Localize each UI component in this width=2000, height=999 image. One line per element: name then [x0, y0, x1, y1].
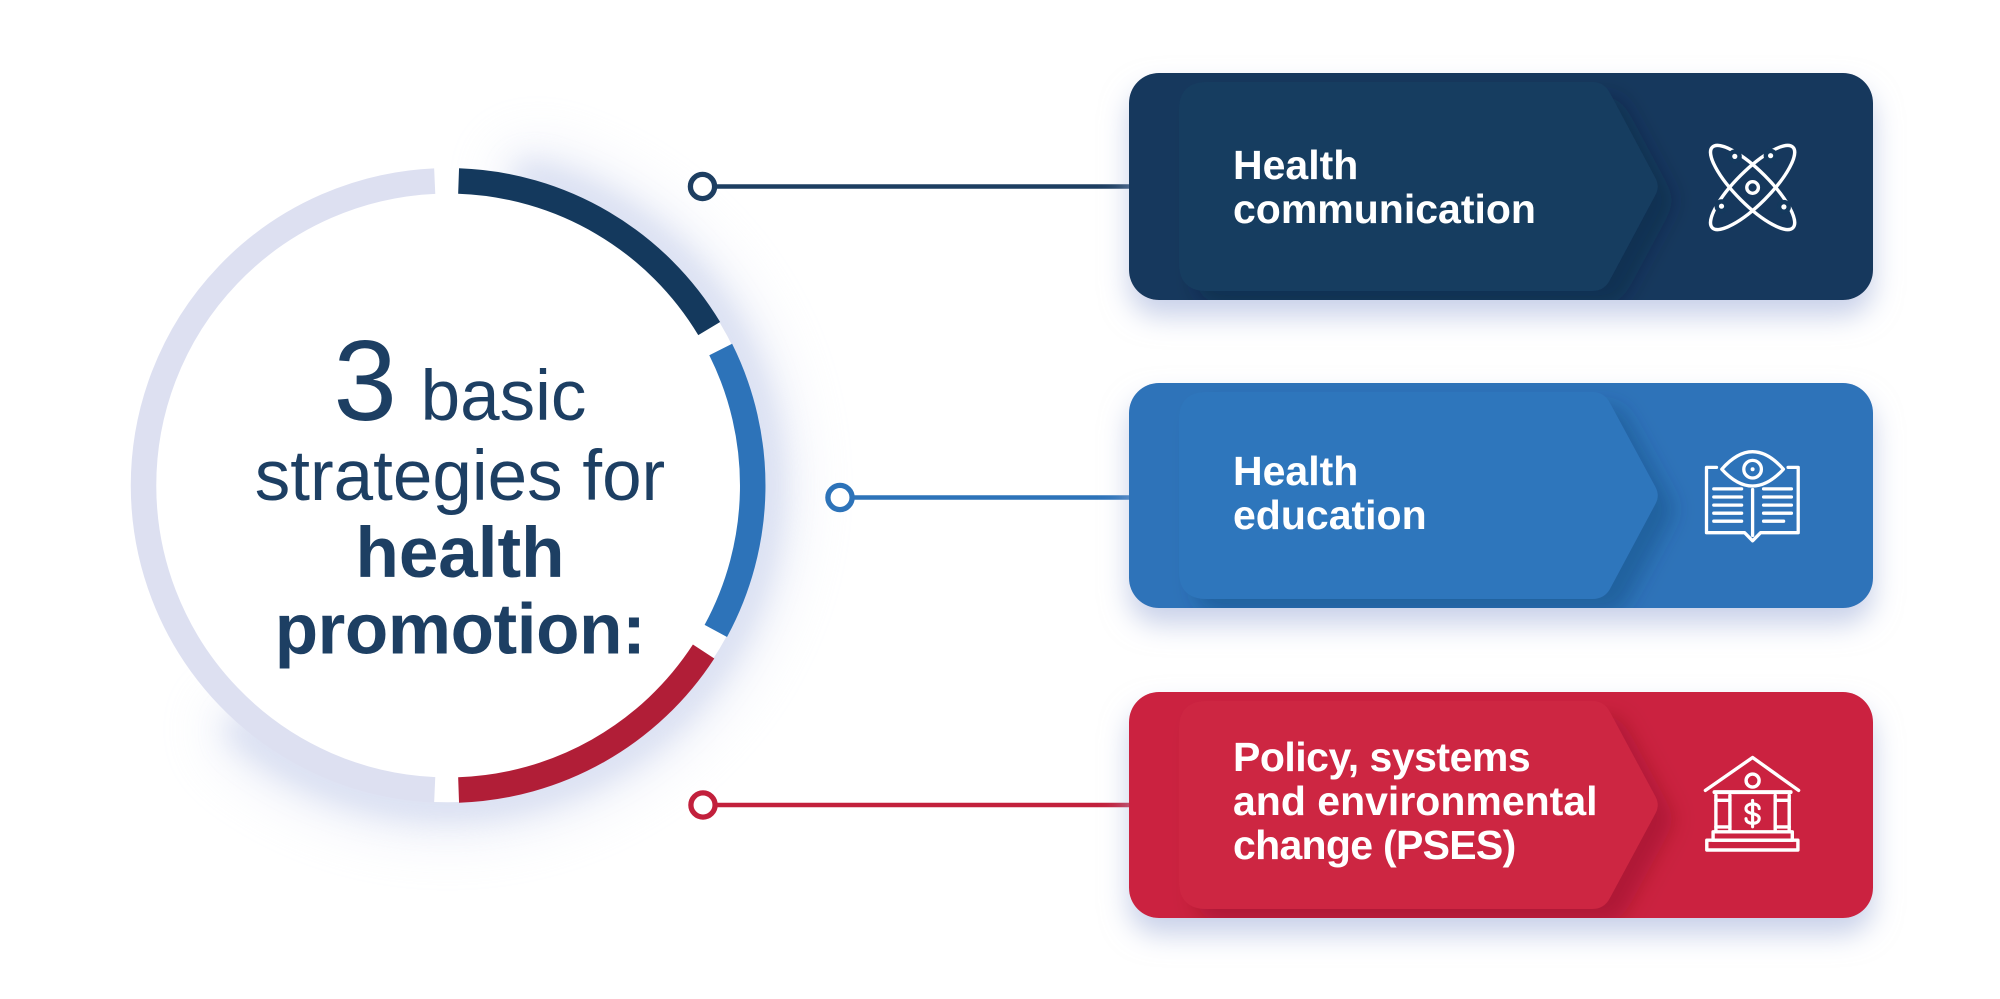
svg-text:strategies for: strategies for — [255, 437, 665, 516]
svg-text:health: health — [355, 514, 564, 593]
svg-text:Health: Health — [1233, 448, 1358, 494]
svg-text:3 basic: 3 basic — [334, 318, 587, 445]
svg-text:Policy, systems: Policy, systems — [1233, 734, 1530, 780]
svg-text:change (PSES): change (PSES) — [1233, 822, 1516, 868]
svg-text:and environmental: and environmental — [1233, 778, 1598, 824]
svg-text:Health: Health — [1233, 142, 1358, 188]
svg-text:communication: communication — [1233, 186, 1536, 232]
svg-text:promotion:: promotion: — [275, 591, 646, 670]
svg-text:education: education — [1233, 492, 1427, 538]
